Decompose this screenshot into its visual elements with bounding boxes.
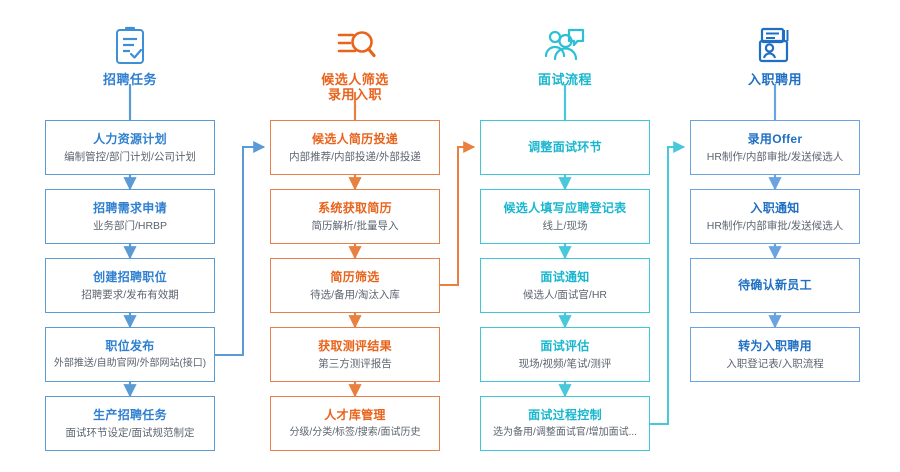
wire-col1-to-col2 <box>215 141 266 356</box>
column-title-line1: 候选人筛选 <box>321 72 389 87</box>
column-header-onboarding: 入职聘用 <box>690 22 860 87</box>
node-create-position[interactable]: 创建招聘职位 招聘要求/发布有效期 <box>45 258 215 313</box>
node-title: 简历筛选 <box>330 269 380 284</box>
node-title: 创建招聘职位 <box>93 269 167 284</box>
column-title: 入职聘用 <box>747 72 802 87</box>
node-title: 调整面试环节 <box>528 140 602 154</box>
node-assessment-result[interactable]: 获取测评结果 第三方测评报告 <box>270 327 440 382</box>
resume-person-icon <box>690 22 860 66</box>
node-subtitle: 业务部门/HRBP <box>92 219 168 232</box>
node-title: 面试过程控制 <box>528 407 602 422</box>
magnifier-list-icon <box>270 22 440 66</box>
node-subtitle: 线上/现场 <box>542 219 588 232</box>
node-offer[interactable]: 录用Offer HR制作/内部审批/发送候选人 <box>690 120 860 175</box>
wire-col2-to-col3 <box>440 141 476 286</box>
node-title: 职位发布 <box>105 338 155 353</box>
node-subtitle: 入职登记表/入职流程 <box>726 357 824 370</box>
node-pending-new-employee[interactable]: 待确认新员工 <box>690 258 860 313</box>
node-interview-notice[interactable]: 面试通知 候选人/面试官/HR <box>480 258 650 313</box>
column-header-candidate-screen: 候选人筛选 录用入职 <box>270 22 440 102</box>
node-subtitle: 候选人/面试官/HR <box>523 288 607 301</box>
node-subtitle: 选为备用/调整面试官/增加面试... <box>493 426 637 438</box>
column-header-interview-flow: 面试流程 <box>480 22 650 87</box>
node-subtitle: 分级/分类/标签/搜索/面试历史 <box>289 426 421 438</box>
node-title: 面试评估 <box>540 338 590 353</box>
wire-col3-to-col4 <box>650 141 686 425</box>
node-subtitle: 编制管控/部门计划/公司计划 <box>64 150 196 163</box>
column-title: 候选人筛选 录用入职 <box>270 72 440 102</box>
node-title: 候选人简历投递 <box>311 131 399 146</box>
node-title: 人才库管理 <box>324 407 386 422</box>
node-interview-process-control[interactable]: 面试过程控制 选为备用/调整面试官/增加面试... <box>480 396 650 451</box>
node-subtitle: 面试环节设定/面试规范制定 <box>65 426 195 439</box>
node-subtitle: 现场/视频/笔试/测评 <box>518 357 612 370</box>
node-title: 录用Offer <box>747 131 803 146</box>
node-title: 人力资源计划 <box>93 131 167 146</box>
node-subtitle: 招聘要求/发布有效期 <box>81 288 179 301</box>
node-title: 系统获取简历 <box>318 200 392 215</box>
node-adjust-interview-stage[interactable]: 调整面试环节 <box>480 120 650 175</box>
people-chat-icon <box>480 22 650 66</box>
node-title: 候选人填写应聘登记表 <box>503 200 627 215</box>
node-subtitle: 简历解析/批量导入 <box>311 219 399 232</box>
node-resume-screening[interactable]: 简历筛选 待选/备用/淘汰入库 <box>270 258 440 313</box>
node-title: 转为入职聘用 <box>738 338 812 353</box>
node-subtitle: 内部推荐/内部投递/外部投递 <box>289 150 421 163</box>
node-subtitle: 待选/备用/淘汰入库 <box>310 288 400 301</box>
node-recruit-request[interactable]: 招聘需求申请 业务部门/HRBP <box>45 189 215 244</box>
node-interview-evaluation[interactable]: 面试评估 现场/视频/笔试/测评 <box>480 327 650 382</box>
node-title: 入职通知 <box>750 200 800 215</box>
node-title: 待确认新员工 <box>738 278 812 292</box>
node-title: 面试通知 <box>540 269 590 284</box>
node-subtitle: HR制作/内部审批/发送候选人 <box>706 150 844 163</box>
node-talent-pool-management[interactable]: 人才库管理 分级/分类/标签/搜索/面试历史 <box>270 396 440 451</box>
node-onboarding-notice[interactable]: 入职通知 HR制作/内部审批/发送候选人 <box>690 189 860 244</box>
column-header-recruit-task: 招聘任务 <box>45 22 215 87</box>
node-title: 获取测评结果 <box>318 338 392 353</box>
node-subtitle: 外部推送/自助官网/外部网站(接口) <box>53 357 207 369</box>
node-subtitle: 第三方测评报告 <box>318 357 392 370</box>
clipboard-check-icon <box>45 22 215 66</box>
node-candidate-fill-form[interactable]: 候选人填写应聘登记表 线上/现场 <box>480 189 650 244</box>
column-title-line2: 录用入职 <box>327 87 382 102</box>
node-system-fetch-resume[interactable]: 系统获取简历 简历解析/批量导入 <box>270 189 440 244</box>
column-title: 面试流程 <box>537 72 592 87</box>
node-generate-recruit-task[interactable]: 生产招聘任务 面试环节设定/面试规范制定 <box>45 396 215 451</box>
column-title: 招聘任务 <box>102 72 157 87</box>
node-hr-plan[interactable]: 人力资源计划 编制管控/部门计划/公司计划 <box>45 120 215 175</box>
node-title: 招聘需求申请 <box>93 200 167 215</box>
node-title: 生产招聘任务 <box>93 407 167 422</box>
node-candidate-resume-submit[interactable]: 候选人简历投递 内部推荐/内部投递/外部投递 <box>270 120 440 175</box>
node-publish-position[interactable]: 职位发布 外部推送/自助官网/外部网站(接口) <box>45 327 215 382</box>
node-subtitle: HR制作/内部审批/发送候选人 <box>706 219 844 232</box>
node-convert-to-hire[interactable]: 转为入职聘用 入职登记表/入职流程 <box>690 327 860 382</box>
